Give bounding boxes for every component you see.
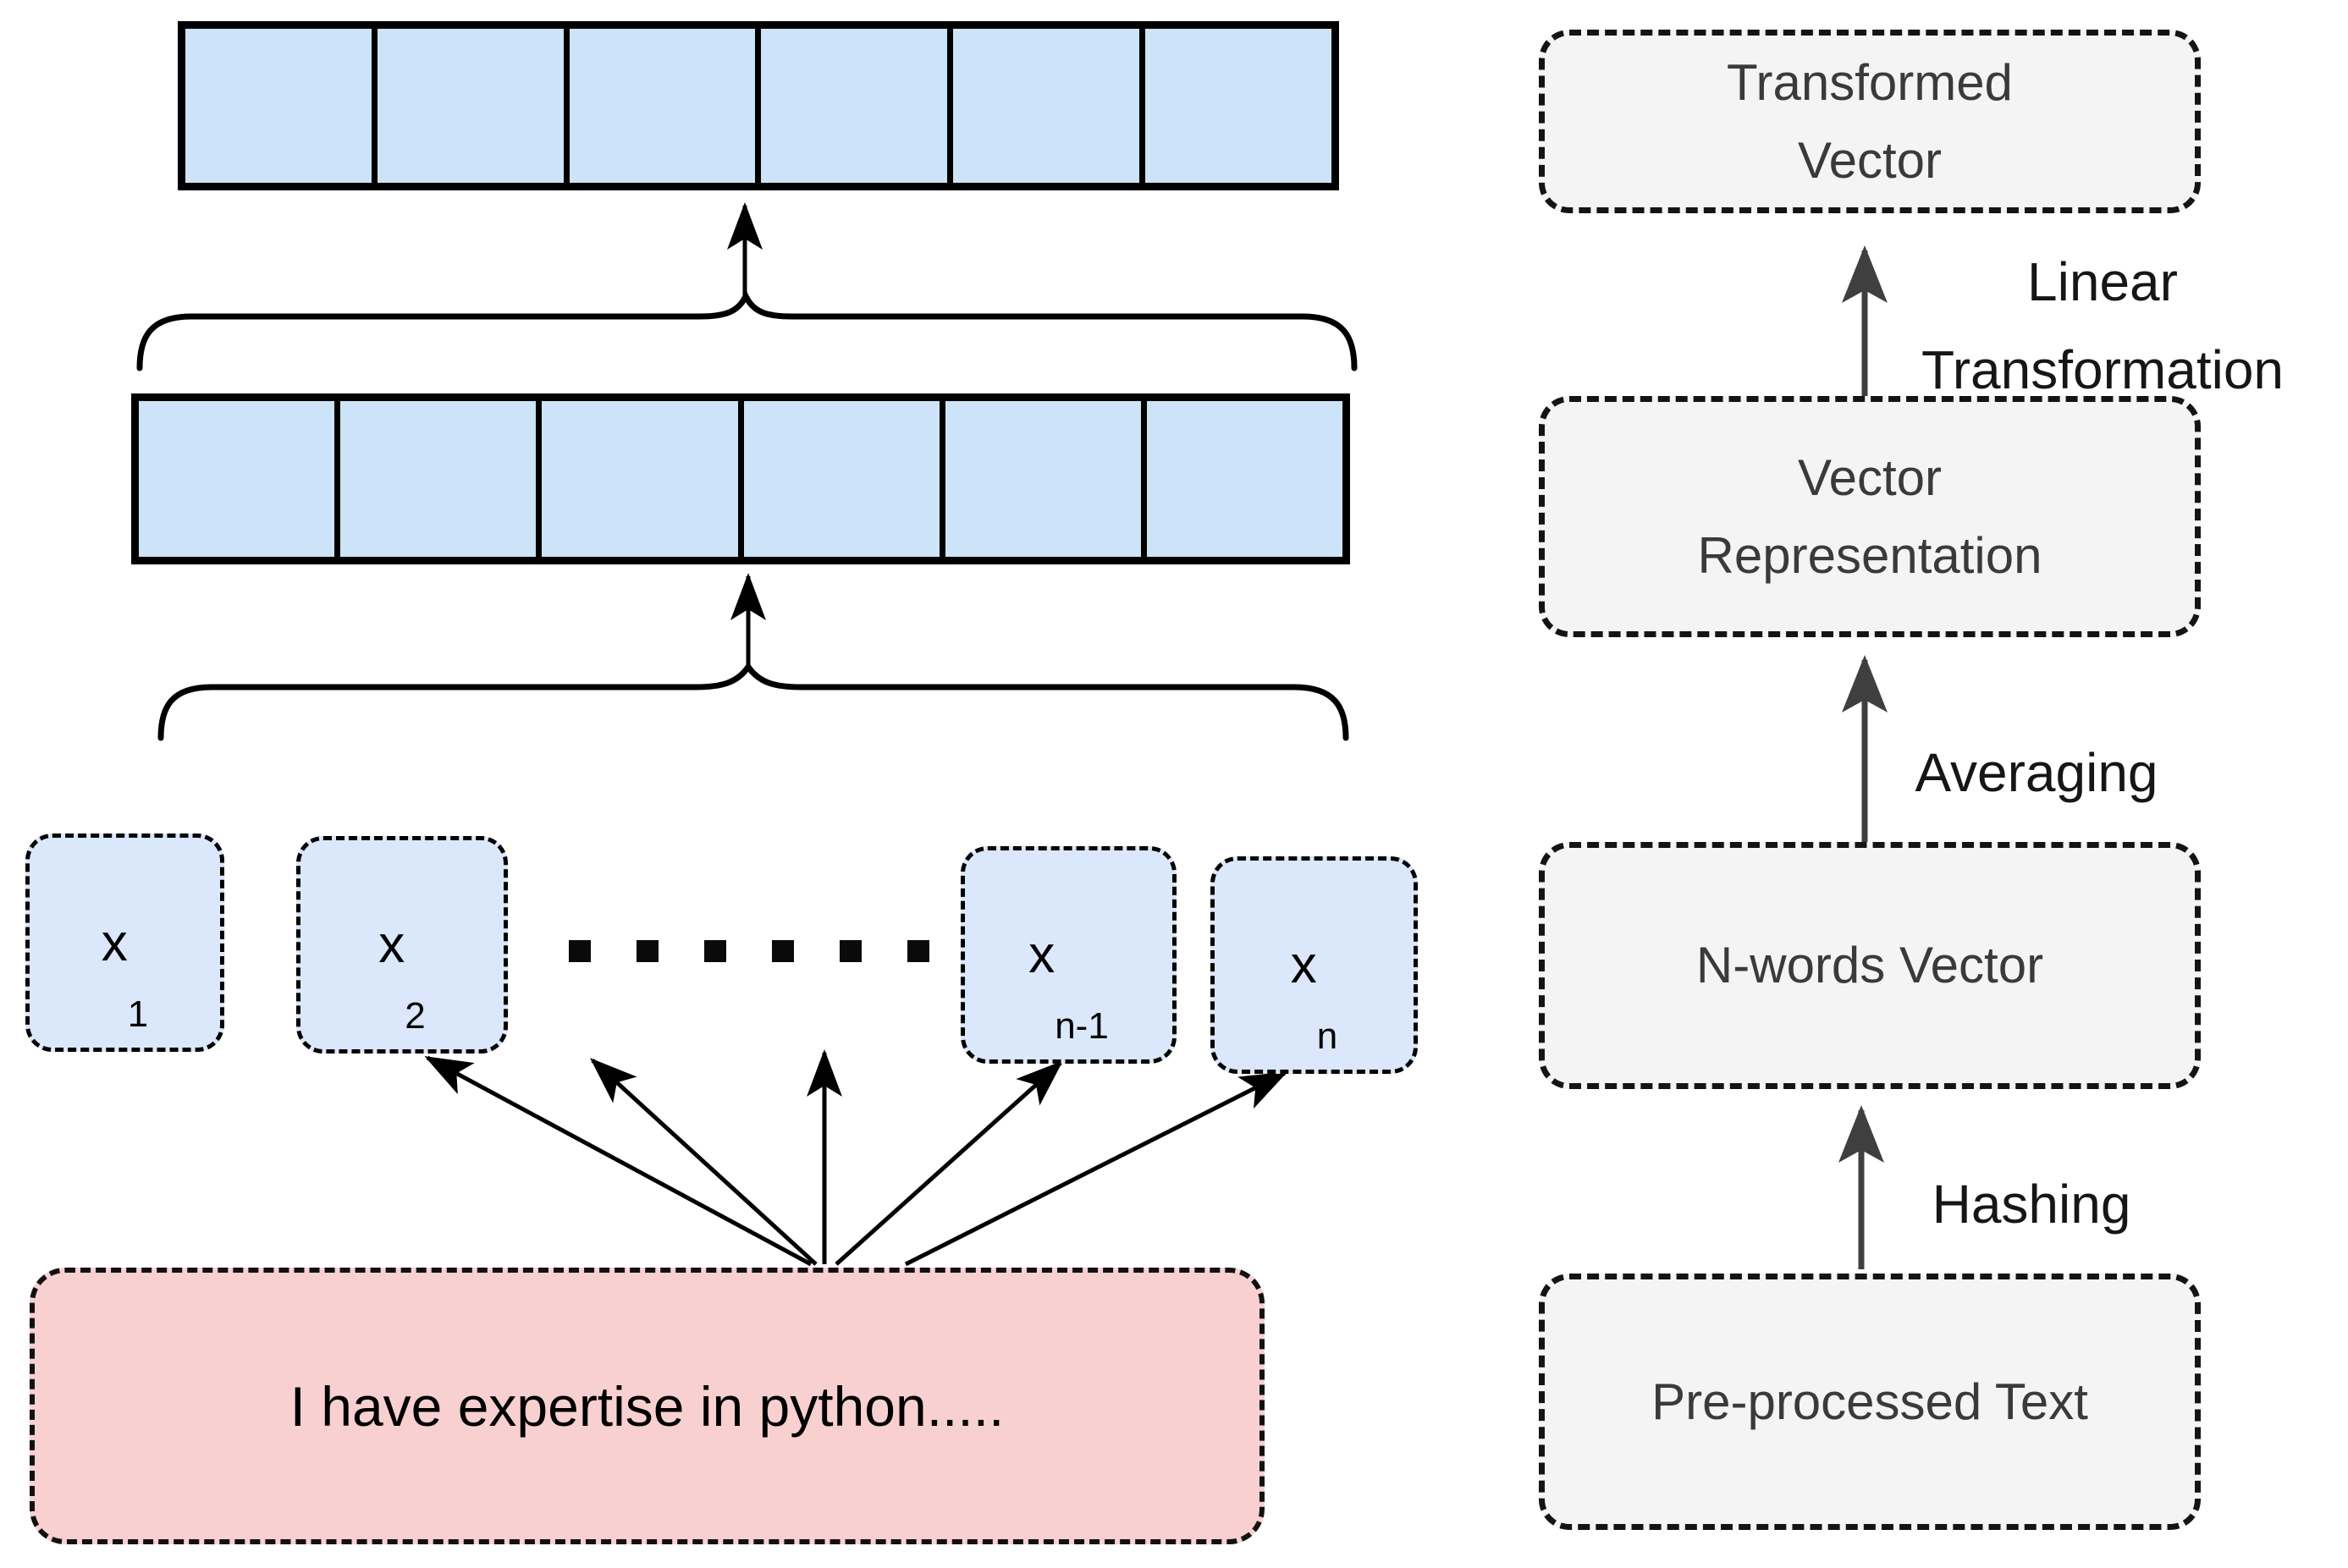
box-line: N-words Vector (1695, 937, 2044, 993)
label-line: Linear (2027, 251, 2178, 312)
n-words-vector-box: N-words Vector (1539, 842, 2201, 1089)
token-subscript: n-1 (1055, 1005, 1109, 1047)
input-sentence-text: I have expertise in python..... (289, 1374, 1005, 1438)
token-subscript: 1 (127, 993, 149, 1035)
arrow-to-xn-icon (904, 1070, 1288, 1267)
token-label: x (378, 916, 405, 974)
vector-representation-box: Vector Representation (1539, 396, 2201, 637)
token-label: x (101, 913, 128, 972)
transformed-vector-bar (178, 21, 1339, 190)
averaging-label: Averaging (1915, 729, 2158, 817)
vector-cell (139, 401, 335, 557)
box-line: Vector (1797, 448, 1943, 506)
hashing-label: Hashing (1932, 1160, 2131, 1248)
box-line: Representation (1697, 526, 2042, 584)
sentence-to-token-arrows (424, 1049, 1288, 1267)
input-sentence-box: I have expertise in python..... (30, 1268, 1265, 1544)
ellipsis-dot-icon (637, 940, 659, 962)
ellipsis-dot-icon (569, 940, 591, 962)
ellipsis-dot-icon (772, 940, 794, 962)
pre-processed-text-box: Pre-processed Text (1539, 1274, 2201, 1530)
ellipsis-dot-icon (704, 940, 726, 962)
vector-cell (953, 29, 1140, 183)
vector-cell (340, 401, 537, 557)
ellipsis-dot-icon (907, 940, 929, 962)
transformed-vector-box: Transformed Vector (1539, 30, 2201, 213)
vector-cell (185, 29, 372, 183)
vector-cell (1145, 29, 1331, 183)
token-subscript: 2 (405, 995, 426, 1037)
vector-cell (569, 29, 756, 183)
box-line: Pre-processed Text (1651, 1373, 2088, 1430)
arrow-to-x1-icon (424, 1055, 813, 1267)
token-label: x (1290, 936, 1317, 994)
vector-cell (1146, 401, 1343, 557)
curly-brace-middle-icon (157, 661, 1349, 741)
box-line: Transformed (1727, 53, 2013, 111)
box-line: Vector (1797, 131, 1943, 189)
label-line: Hashing (1932, 1174, 2131, 1235)
brace-to-bar-arrows (727, 202, 766, 668)
vector-cell (377, 29, 564, 183)
vector-cell (542, 401, 738, 557)
ellipsis-dot-icon (840, 940, 862, 962)
label-line: Averaging (1915, 742, 2158, 803)
averaged-vector-bar (131, 393, 1350, 564)
vector-cell (743, 401, 940, 557)
curly-brace-top-icon (136, 289, 1358, 371)
linear-transformation-label: Linear Transformation (1921, 238, 2284, 414)
arrow-to-dots-icon (590, 1058, 818, 1266)
vector-cell (945, 401, 1141, 557)
vector-cell (761, 29, 948, 183)
arrow-to-xn1-icon (835, 1060, 1063, 1266)
label-line: Transformation (1921, 339, 2284, 400)
pipeline-arrows (1838, 245, 1888, 1269)
token-label: x (1028, 926, 1055, 984)
token-subscript: n (1316, 1015, 1338, 1057)
